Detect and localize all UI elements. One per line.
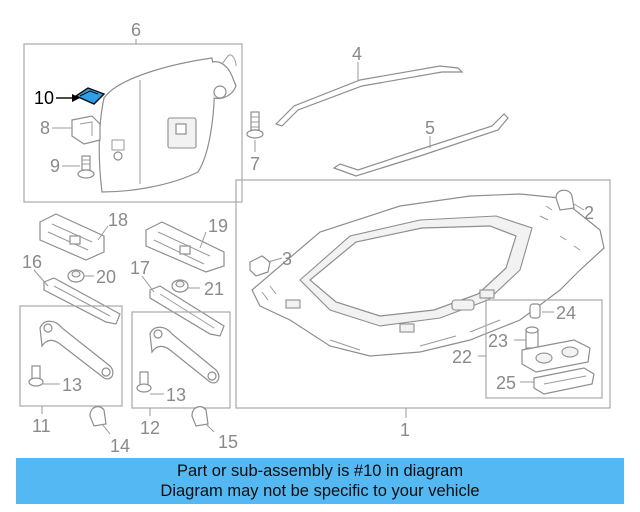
part-20-cap: [67, 269, 85, 283]
callout-4[interactable]: 4: [352, 44, 362, 64]
part-16-grip: [43, 277, 121, 325]
part-12-handle: [149, 326, 220, 384]
callout-22[interactable]: 22: [452, 347, 472, 367]
part-7-screw: [246, 111, 264, 139]
part-23-socket: [525, 326, 539, 349]
callout-8[interactable]: 8: [40, 118, 50, 138]
banner-line-2: Diagram may not be specific to your vehi…: [160, 482, 480, 500]
part-15-clip: [191, 406, 209, 427]
callout-24[interactable]: 24: [556, 303, 576, 323]
callout-14[interactable]: 14: [110, 436, 130, 456]
part-13-bolt-b: [136, 371, 152, 393]
visor-cover-highlighted[interactable]: [74, 87, 106, 105]
part-2-clip: [555, 189, 575, 211]
callout-6[interactable]: 6: [131, 20, 141, 40]
part-1-headliner: [251, 193, 605, 357]
info-banner: Part or sub-assembly is #10 in diagram D…: [16, 458, 624, 504]
handle-group-11-frame: [19, 305, 123, 407]
visor-group-frame: [23, 43, 243, 203]
headliner-group-frame: [235, 179, 611, 409]
callout-16[interactable]: 16: [22, 252, 42, 272]
callout-1[interactable]: 1: [400, 420, 410, 440]
part-13-bolt-a: [28, 365, 44, 387]
callout-18[interactable]: 18: [108, 210, 128, 230]
part-18-bracket: [39, 213, 105, 261]
part-14-clip: [89, 406, 107, 427]
part-4-strip: [274, 65, 464, 127]
part-17-grip: [149, 285, 225, 337]
callout-9[interactable]: 9: [50, 156, 60, 176]
callout-11[interactable]: 11: [32, 416, 51, 436]
callout-23[interactable]: 23: [488, 331, 508, 351]
callout-3[interactable]: 3: [282, 249, 292, 269]
part-19-bracket: [145, 221, 225, 273]
banner-line-1: Part or sub-assembly is #10 in diagram: [176, 462, 464, 480]
callout-21[interactable]: 21: [204, 279, 224, 299]
part-21-cap: [171, 279, 189, 293]
callout-7[interactable]: 7: [250, 154, 260, 174]
part-25-lens: [533, 367, 595, 395]
callout-13-b[interactable]: 13: [166, 385, 186, 405]
callout-25[interactable]: 25: [496, 373, 516, 393]
sun-visor: [98, 54, 237, 193]
callout-19[interactable]: 19: [208, 216, 228, 236]
handle-group-12-frame: [131, 311, 231, 409]
callout-17[interactable]: 17: [130, 258, 150, 278]
part-3-clip: [249, 255, 271, 277]
callout-10[interactable]: 10: [34, 88, 54, 108]
part-5-strip: [332, 113, 509, 177]
visor-screw: [77, 155, 95, 179]
callout-13-a[interactable]: 13: [62, 375, 82, 395]
callout-20[interactable]: 20: [96, 267, 116, 287]
part-24-bulb: [529, 303, 541, 319]
lamp-group-frame: [485, 299, 603, 399]
part-11-handle: [39, 320, 114, 380]
callout-12[interactable]: 12: [140, 418, 160, 438]
callout-5[interactable]: 5: [425, 118, 435, 138]
callout-15[interactable]: 15: [218, 432, 238, 452]
parts-diagram: 6 10 8 9 7 4: [19, 20, 611, 456]
visor-clip: [71, 115, 101, 145]
callout-2[interactable]: 2: [584, 203, 594, 223]
part-lamp-housing: [521, 339, 591, 373]
